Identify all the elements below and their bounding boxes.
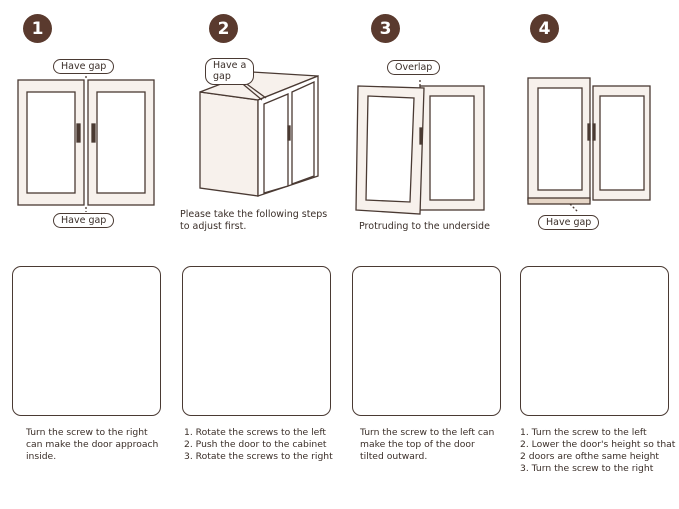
- have-gap-bottom-bubble: Have gap: [53, 213, 115, 229]
- caption-line: Turn the screw to the right: [26, 427, 148, 438]
- caption-line: inside.: [26, 450, 57, 462]
- cabinet-3: [355, 80, 485, 215]
- hinge-card-3: [352, 266, 501, 416]
- adjust-note-line1: Please take the following steps: [180, 209, 328, 220]
- cabinet-4: [527, 77, 651, 213]
- hinge-card-2: [182, 266, 331, 416]
- step-2-badge: 2: [209, 14, 238, 43]
- caption-3: Turn the screw to the left can make the …: [360, 427, 494, 463]
- cabinet-2: [199, 71, 319, 197]
- caption-4: 1. Turn the screw to the left 2. Lower t…: [520, 427, 675, 475]
- step-1-badge: 1: [23, 14, 52, 43]
- protruding-note: Protruding to the underside: [359, 221, 490, 232]
- caption-1: Turn the screw to the right can make the…: [26, 427, 158, 463]
- overlap-bubble: Overlap: [387, 60, 441, 76]
- caption-line: 2 doors are ofthe same height: [520, 450, 660, 462]
- caption-line: 1. Turn the screw to the left: [520, 427, 647, 438]
- caption-line: 2. Push the door to the cabinet: [184, 438, 327, 450]
- have-gap-bubble-4: Have gap: [538, 215, 600, 231]
- hinge-card-4: [520, 266, 669, 416]
- caption-line: 3. Rotate the screws to the right: [184, 450, 333, 462]
- caption-line: 2. Lower the door's height so that: [520, 438, 676, 450]
- caption-line: tilted outward.: [360, 450, 428, 462]
- hinge-card-1: [12, 266, 161, 416]
- adjust-note-line2: to adjust first.: [180, 221, 247, 232]
- caption-2: 1. Rotate the screws to the left 2. Push…: [184, 427, 333, 463]
- caption-line: 3. Turn the screw to the right: [520, 462, 654, 474]
- caption-line: can make the door approach: [26, 438, 159, 450]
- caption-line: Turn the screw to the left can: [360, 427, 495, 438]
- caption-line: make the top of the door: [360, 438, 475, 450]
- cabinet-1: [17, 66, 155, 212]
- step-4-badge: 4: [530, 14, 559, 43]
- have-gap-top-bubble: Have gap: [53, 59, 115, 75]
- have-a-gap-bubble: Have a gap: [205, 58, 255, 85]
- step-3-badge: 3: [371, 14, 400, 43]
- caption-line: 1. Rotate the screws to the left: [184, 427, 326, 438]
